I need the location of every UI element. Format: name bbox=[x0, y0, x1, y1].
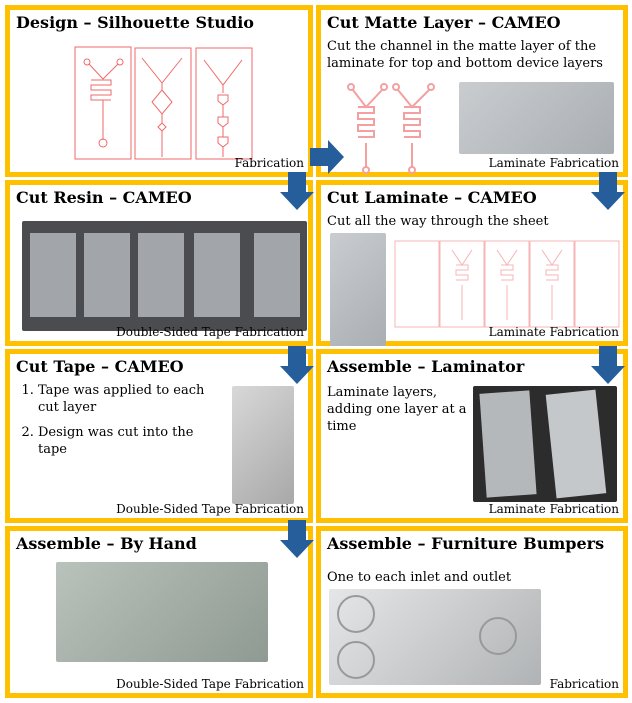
panel-title: Assemble – By Hand bbox=[16, 534, 197, 553]
panel-title: Design – Silhouette Studio bbox=[16, 13, 254, 32]
panel-caption: Double-Sided Tape Fabrication bbox=[116, 502, 304, 516]
laminated-devices-photo bbox=[473, 386, 617, 502]
panel-caption: Laminate Fabrication bbox=[488, 502, 619, 516]
panel-title: Cut Matte Layer – CAMEO bbox=[327, 13, 561, 32]
down-arrow-icon bbox=[591, 346, 625, 384]
down-arrow-icon bbox=[280, 172, 314, 210]
panel-assemble-laminator: Assemble – Laminator Laminate layers, ad… bbox=[316, 349, 628, 523]
step-1: Tape was applied to each cut layer bbox=[38, 382, 206, 416]
panel-cut-resin: Cut Resin – CAMEO Double-Sided Tape Fabr… bbox=[5, 180, 313, 346]
panel-title: Cut Resin – CAMEO bbox=[16, 188, 192, 207]
panel-caption: Laminate Fabrication bbox=[488, 325, 619, 339]
down-arrow-icon bbox=[280, 346, 314, 384]
down-arrow-icon bbox=[280, 520, 314, 558]
panel-description: Laminate layers, adding one layer at a t… bbox=[327, 385, 467, 434]
panel-title: Cut Laminate – CAMEO bbox=[327, 188, 537, 207]
panel-design-silhouette-studio: Design – Silhouette Studio Fabrication bbox=[5, 5, 313, 177]
step-2: Design was cut into the tape bbox=[38, 424, 206, 458]
laminate-photo bbox=[330, 233, 386, 346]
down-arrow-icon bbox=[591, 172, 625, 210]
panel-assemble-furniture-bumpers: Assemble – Furniture Bumpers One to each… bbox=[316, 526, 628, 698]
right-arrow-icon bbox=[310, 140, 344, 174]
panel-description: One to each inlet and outlet bbox=[327, 570, 512, 585]
panel-assemble-by-hand: Assemble – By Hand Double-Sided Tape Fab… bbox=[5, 526, 313, 698]
panel-cut-laminate: Cut Laminate – CAMEO Cut all the way thr… bbox=[316, 180, 628, 346]
hand-assembled-device-photo bbox=[56, 562, 268, 662]
panel-title: Assemble – Laminator bbox=[327, 357, 525, 376]
panel-title: Cut Tape – CAMEO bbox=[16, 357, 184, 376]
panel-title: Assemble – Furniture Bumpers bbox=[327, 534, 605, 553]
resin-layers-photo bbox=[22, 221, 307, 331]
matte-layer-design bbox=[347, 83, 435, 174]
panel-description: Cut all the way through the sheet bbox=[327, 214, 549, 229]
panel-cut-tape: Cut Tape – CAMEO Tape was applied to eac… bbox=[5, 349, 313, 523]
panel-caption: Laminate Fabrication bbox=[488, 156, 619, 170]
panel-caption: Fabrication bbox=[234, 156, 304, 170]
design-drawings bbox=[74, 46, 253, 160]
panel-caption: Fabrication bbox=[549, 677, 619, 691]
tape-photo bbox=[232, 386, 294, 504]
laminate-designs bbox=[394, 240, 620, 328]
panel-caption: Double-Sided Tape Fabrication bbox=[116, 325, 304, 339]
panel-cut-matte-layer: Cut Matte Layer – CAMEO Cut the channel … bbox=[316, 5, 628, 177]
tape-steps: Tape was applied to each cut layer Desig… bbox=[16, 382, 206, 466]
matte-layer-photo bbox=[459, 82, 614, 154]
panel-description: Cut the channel in the matte layer of th… bbox=[327, 39, 603, 71]
panel-caption: Double-Sided Tape Fabrication bbox=[116, 677, 304, 691]
bumper-device-photo bbox=[329, 589, 541, 685]
